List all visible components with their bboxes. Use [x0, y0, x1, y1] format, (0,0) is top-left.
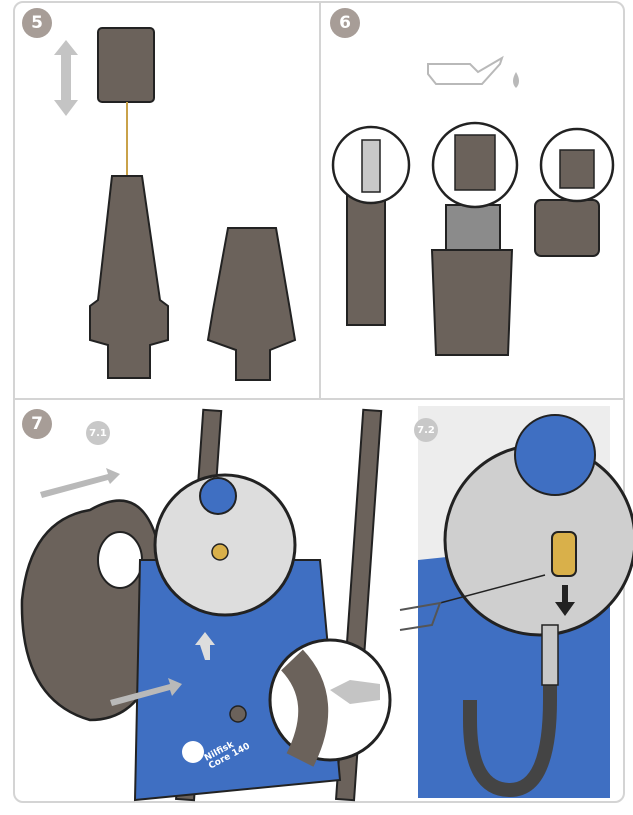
step5-illustration	[54, 27, 297, 381]
nozzle-tool	[97, 27, 155, 103]
arrow-push-icon	[330, 680, 380, 704]
nilfisk-logo	[182, 741, 204, 763]
step-badge: 5	[22, 8, 52, 38]
hose-coupling-2	[430, 249, 514, 356]
step7-1-illustration	[20, 408, 392, 802]
step-badge: 6	[330, 8, 360, 38]
retaining-clip	[399, 601, 442, 631]
arrow-icon	[110, 678, 182, 706]
nozzle-long	[89, 175, 169, 379]
step7-2-illustration	[399, 406, 633, 798]
instruction-frame	[13, 1, 625, 803]
oil-can-icon	[427, 55, 504, 85]
switch	[229, 705, 247, 723]
step6-illustration	[331, 55, 615, 356]
hose-coupling-3	[534, 199, 600, 257]
arrow-down-icon	[555, 585, 575, 616]
brass-fitting-detail	[551, 531, 577, 577]
substep-badge: 7.1	[86, 421, 110, 445]
substep-badge: 7.2	[414, 418, 438, 442]
nozzle-short	[206, 227, 297, 381]
reel-knob	[199, 477, 237, 515]
arrow-up-icon	[195, 632, 215, 660]
brass-fitting	[211, 543, 229, 561]
oil-drop-icon	[513, 72, 519, 88]
up-down-arrow-icon	[54, 40, 78, 116]
step-badge: 7	[22, 409, 52, 439]
clip-pointer	[439, 574, 546, 604]
hose-coupling-1	[346, 194, 386, 326]
reel-knob-detail	[514, 414, 596, 496]
hose-connector	[541, 624, 559, 686]
arrow-remove-cover-icon	[40, 468, 120, 498]
hose	[463, 630, 557, 798]
